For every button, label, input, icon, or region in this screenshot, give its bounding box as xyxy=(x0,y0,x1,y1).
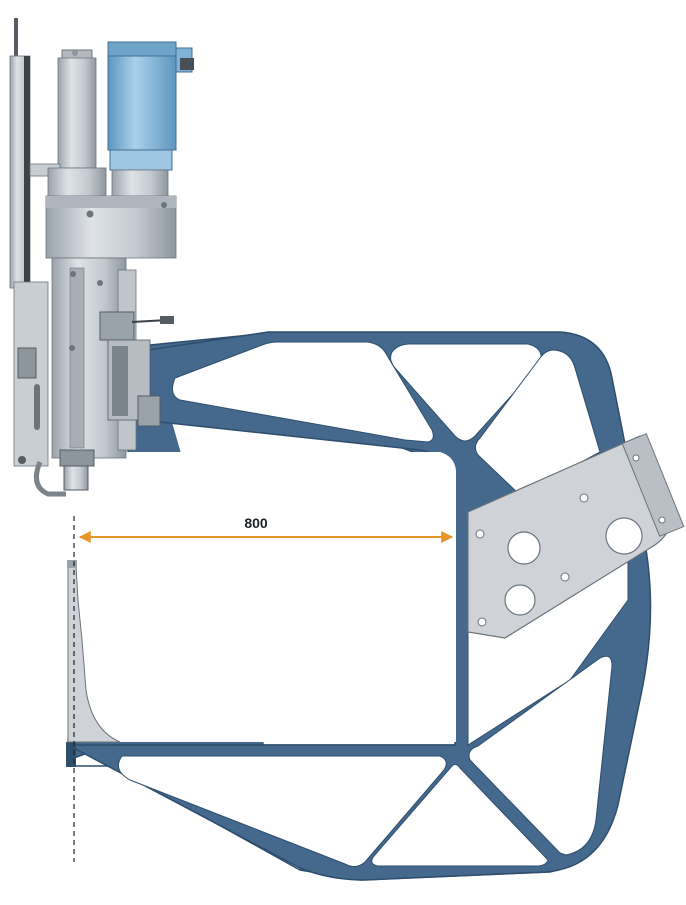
frame-cutout-upper-right xyxy=(474,349,601,496)
punch-tip xyxy=(63,465,89,491)
motor-connector-plug xyxy=(180,58,194,70)
spindle-bolt-2 xyxy=(69,345,75,351)
plate-bore-large-3 xyxy=(504,584,536,616)
motor-body xyxy=(107,41,177,151)
frame-lower-stub xyxy=(66,742,76,767)
motor-end-cap xyxy=(107,41,177,57)
plate-hole-small-3 xyxy=(560,572,570,582)
housing-bolt-3 xyxy=(161,202,167,208)
frame-cutout-main-opening xyxy=(70,452,456,742)
clamp-block xyxy=(17,347,37,379)
mounting-plate xyxy=(467,433,685,639)
frame-cutout-lower-right xyxy=(468,655,613,856)
frame-cutout-lower-mid xyxy=(371,763,549,867)
die-tip xyxy=(67,560,77,568)
nozzle-fitting xyxy=(18,456,26,464)
dimension-label: 800 xyxy=(244,515,268,531)
guide-rod xyxy=(14,18,18,60)
sensor-plug xyxy=(160,316,174,324)
plate-hole-small-6 xyxy=(658,516,666,524)
motor-flange xyxy=(109,149,173,171)
cylinder-body xyxy=(57,57,97,169)
tool-clamp xyxy=(137,395,161,427)
plate-hole-small-4 xyxy=(477,617,487,627)
throat-depth-dimension: 800 xyxy=(78,515,454,543)
spindle-bolt-1 xyxy=(70,271,76,277)
cylinder-bolt xyxy=(72,50,78,56)
tool-block-dark xyxy=(112,346,128,416)
sensor-bracket xyxy=(99,311,135,341)
frame-cutout-upper-mid xyxy=(390,343,542,442)
punch-holder xyxy=(59,449,95,467)
gear-housing-shade xyxy=(46,196,176,208)
spindle-slot xyxy=(69,267,85,449)
frame-cutout-lower-left xyxy=(117,755,447,868)
motor-adapter xyxy=(111,169,169,199)
cylinder-flange xyxy=(47,167,107,199)
coolant-hose xyxy=(33,461,66,497)
guide-rail-edge xyxy=(24,56,30,288)
die-post xyxy=(67,565,121,743)
plate-hole-small-1 xyxy=(475,529,485,539)
plate-hole-small-5 xyxy=(632,454,640,462)
spindle-bolt-3 xyxy=(97,280,103,286)
plate-bore-large-2 xyxy=(605,517,643,555)
housing-bolt-1 xyxy=(86,210,94,218)
plate-hole-small-2 xyxy=(579,493,589,503)
slot-lower xyxy=(34,384,40,430)
lower-die xyxy=(67,560,121,743)
plate-bore-large-1 xyxy=(507,531,541,565)
frame-cutout-upper-left xyxy=(171,341,434,443)
actuator-assembly xyxy=(9,18,194,497)
